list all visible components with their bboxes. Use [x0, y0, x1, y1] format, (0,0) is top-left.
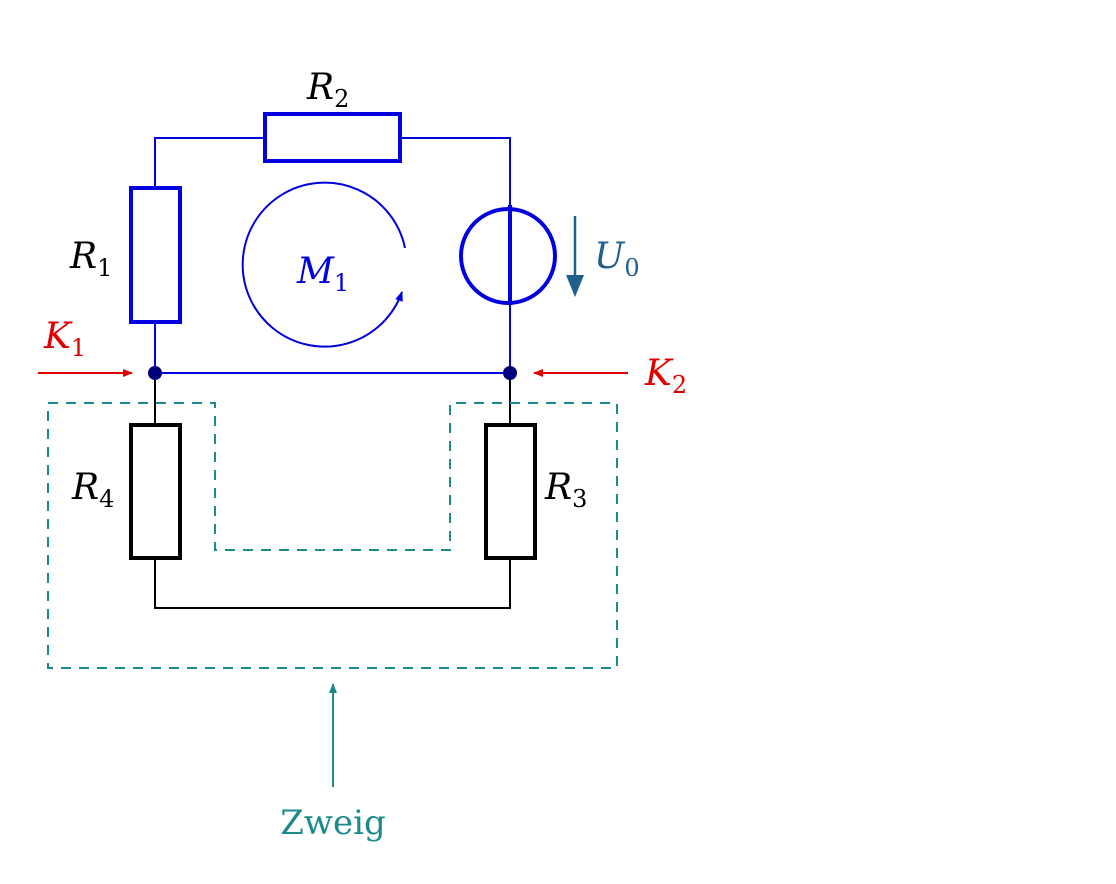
resistor-r2	[263, 112, 402, 163]
label-m1: M1	[296, 251, 349, 297]
mesh-circulation-arrow	[241, 181, 406, 348]
branch-boundary	[47, 402, 618, 669]
label-r4: R4	[71, 467, 114, 513]
label-k1: K1	[43, 316, 86, 362]
branch-bottom-wire	[154, 558, 511, 609]
node-k1	[148, 366, 162, 380]
label-u0: U0	[594, 236, 640, 282]
resistor-r4	[129, 423, 182, 560]
label-k2: K2	[644, 353, 687, 399]
label-branch: Zweig	[280, 803, 386, 843]
u0-arrowhead-icon	[566, 275, 584, 297]
label-r1: R1	[69, 236, 112, 282]
label-r2: R2	[306, 67, 349, 113]
label-r3: R3	[544, 467, 587, 513]
node-k2	[503, 366, 517, 380]
resistor-r3	[484, 423, 537, 560]
resistor-r1	[129, 186, 182, 324]
